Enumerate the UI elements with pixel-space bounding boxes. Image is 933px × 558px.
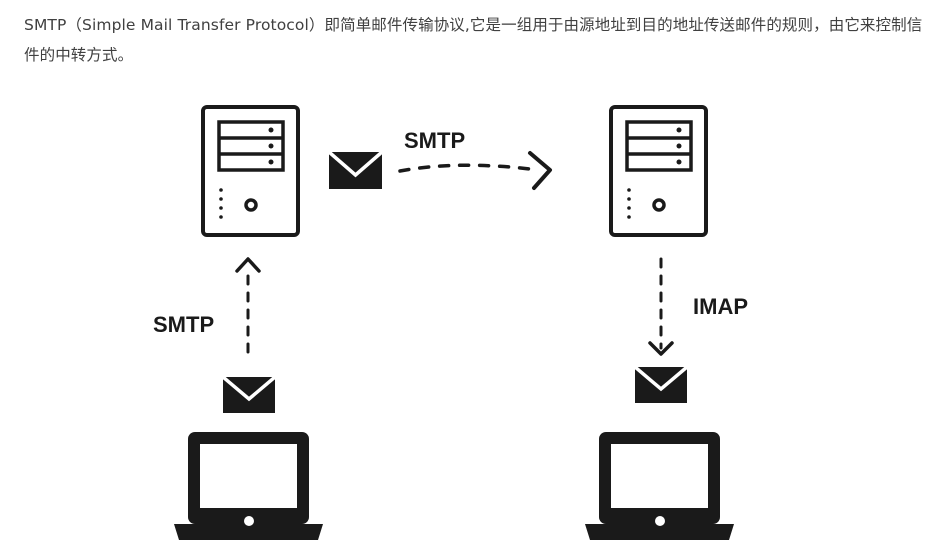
smtp-arrow-top — [398, 151, 552, 190]
envelope-icon-right — [633, 365, 689, 403]
sender-server-icon — [201, 105, 300, 237]
receiver-server-icon — [609, 105, 708, 237]
smtp-arrow-left — [235, 257, 261, 354]
imap-label-right: IMAP — [693, 294, 748, 319]
smtp-label-left: SMTP — [153, 312, 214, 337]
smtp-label-top: SMTP — [404, 128, 465, 153]
sender-laptop-icon — [174, 432, 323, 540]
envelope-icon-top — [327, 150, 384, 189]
intro-paragraph: SMTP（Simple Mail Transfer Protocol）即简单邮件… — [24, 16, 923, 64]
receiver-laptop-icon — [585, 432, 734, 540]
imap-arrow-right — [648, 257, 674, 356]
envelope-icon-left — [221, 375, 277, 413]
